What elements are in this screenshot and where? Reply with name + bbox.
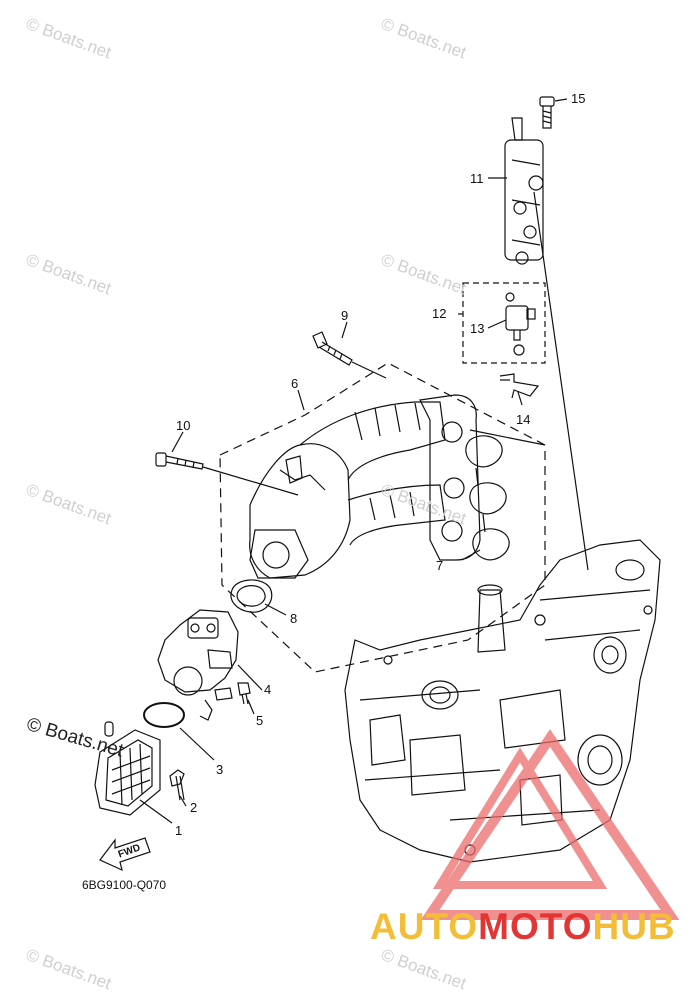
callout-5: 5: [256, 713, 264, 728]
gasket-7: [465, 429, 546, 561]
o-ring-3: [143, 702, 185, 728]
silencer-1: [94, 721, 161, 816]
callout-14: 14: [516, 412, 531, 427]
callout-10: 10: [176, 418, 191, 433]
callout-1: 1: [175, 823, 183, 838]
injector-13: [505, 292, 536, 356]
fuel-rail: [504, 117, 544, 265]
manifold-dashed-outline: [219, 362, 546, 673]
brand-part-1: AUTO: [370, 906, 479, 947]
bolt-5: [237, 682, 251, 705]
bolt-9: [312, 331, 387, 379]
brand-part-2: MOTO: [478, 906, 593, 947]
callout-12: 12: [432, 306, 447, 321]
bolt-10: [155, 452, 299, 496]
callout-7: 7: [436, 558, 444, 573]
injector-group-box: [462, 282, 546, 364]
throttle-body: [157, 609, 239, 721]
callout-3: 3: [216, 762, 224, 777]
callout-2: 2: [190, 800, 198, 815]
callout-4: 4: [264, 682, 272, 697]
callout-9: 9: [341, 308, 349, 323]
callout-6: 6: [291, 376, 299, 391]
part-code: 6BG9100-Q070: [82, 878, 167, 892]
callout-11: 11: [470, 171, 484, 186]
leader-lines: [139, 98, 568, 824]
screw-2: [169, 769, 185, 801]
callout-15: 15: [571, 91, 586, 106]
bolt-15: [539, 96, 555, 129]
callout-13: 13: [470, 321, 485, 336]
warning-triangle-logo: [420, 729, 680, 920]
intake-manifold: [249, 394, 481, 579]
callout-8: 8: [290, 611, 298, 626]
engine-block: [344, 539, 661, 863]
brand-logo-text: AUTOMOTOHUB: [370, 906, 676, 948]
fwd-arrow: [99, 837, 151, 872]
brand-part-3: HUB: [592, 906, 676, 947]
clip-14: [499, 373, 540, 399]
